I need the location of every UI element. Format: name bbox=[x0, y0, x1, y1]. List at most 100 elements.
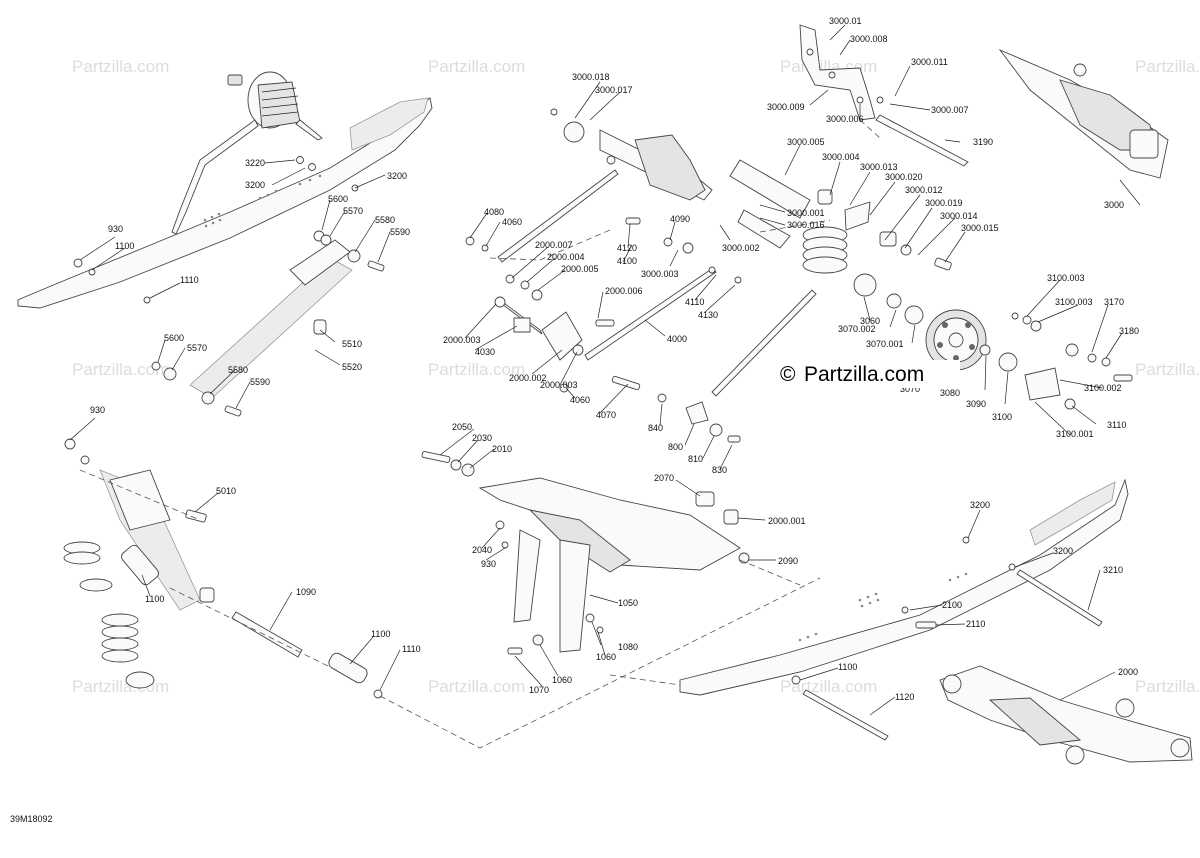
part-label: 3100.002 bbox=[1084, 383, 1122, 393]
right-rail-lower bbox=[679, 478, 1129, 741]
part-label: 3000.007 bbox=[931, 105, 969, 115]
part-label: 2000.006 bbox=[605, 286, 643, 296]
part-label: 3000.001 bbox=[787, 208, 825, 218]
part-label: 5590 bbox=[250, 377, 270, 387]
part-label: 3000.003 bbox=[641, 269, 679, 279]
part-label: 5600 bbox=[328, 194, 348, 204]
left-rail-upper bbox=[17, 71, 433, 309]
watermark: Partzilla.com bbox=[72, 360, 169, 379]
bottom-right-arm bbox=[939, 665, 1193, 765]
part-label: 3100.003 bbox=[1055, 297, 1093, 307]
part-label: 3000.019 bbox=[925, 198, 963, 208]
watermark: Partzilla.com bbox=[1135, 57, 1200, 76]
watermark: Partzilla.com bbox=[72, 677, 169, 696]
part-label: 3000.015 bbox=[961, 223, 999, 233]
part-label: 3000.013 bbox=[860, 162, 898, 172]
part-label: 3000.002 bbox=[722, 243, 760, 253]
watermark: Partzilla.com bbox=[1135, 360, 1200, 379]
part-label: 3100.003 bbox=[1047, 273, 1085, 283]
part-label: 3000.011 bbox=[911, 57, 948, 67]
brand-overlay: © Partzilla.com bbox=[778, 360, 960, 388]
part-label: 3070.001 bbox=[866, 339, 904, 349]
part-label: 3190 bbox=[973, 137, 993, 147]
brand-name: Partzilla.com bbox=[804, 363, 924, 386]
part-label: 3220 bbox=[245, 158, 265, 168]
part-label: 4060 bbox=[502, 217, 522, 227]
part-label: 3000.016 bbox=[787, 220, 825, 230]
top-bracket bbox=[799, 24, 884, 121]
part-label: 2000.005 bbox=[561, 264, 599, 274]
part-label: 3200 bbox=[387, 171, 407, 181]
rear-arm-frame bbox=[421, 451, 750, 655]
part-label: 3000.018 bbox=[572, 72, 610, 82]
part-label: 3000.012 bbox=[905, 185, 943, 195]
part-label: 4060 bbox=[570, 395, 590, 405]
part-label: 3210 bbox=[1103, 565, 1123, 575]
part-label: 3000.008 bbox=[850, 34, 888, 44]
part-label: 5510 bbox=[342, 339, 362, 349]
part-label: 3080 bbox=[940, 388, 960, 398]
part-label: 2000.003 bbox=[540, 380, 578, 390]
part-label: 1110 bbox=[402, 644, 421, 654]
part-label: 3000.009 bbox=[767, 102, 805, 112]
dashed-guides bbox=[79, 119, 881, 749]
part-label: 3000.020 bbox=[885, 172, 923, 182]
part-label: 3100 bbox=[992, 412, 1012, 422]
part-label: 830 bbox=[712, 465, 727, 475]
part-label: 3000.006 bbox=[826, 114, 864, 124]
part-label: 3060 bbox=[860, 316, 880, 326]
part-label: 2000.003 bbox=[443, 335, 481, 345]
part-label: 1100 bbox=[145, 594, 164, 604]
shock-absorber-lower bbox=[63, 438, 383, 699]
part-label: 1070 bbox=[529, 685, 549, 695]
part-label: 3090 bbox=[966, 399, 986, 409]
part-label: 930 bbox=[108, 224, 123, 234]
part-label: 4030 bbox=[475, 347, 495, 357]
part-label: 5600 bbox=[164, 333, 184, 343]
part-label: 3000.01 bbox=[829, 16, 862, 26]
part-label: 930 bbox=[90, 405, 105, 415]
shock-absorber-upper bbox=[73, 156, 385, 417]
part-label: 3000.017 bbox=[595, 85, 633, 95]
leader-lines bbox=[69, 24, 1141, 716]
part-label: 3200 bbox=[970, 500, 990, 510]
part-label: 3000.014 bbox=[940, 211, 978, 221]
brand-copyright-symbol: © bbox=[780, 363, 796, 386]
part-label: 3170 bbox=[1104, 297, 1124, 307]
part-label: 5010 bbox=[216, 486, 236, 496]
part-label: 1100 bbox=[838, 662, 857, 672]
part-label: 5580 bbox=[375, 215, 395, 225]
watermark: Partzilla.com bbox=[72, 57, 169, 76]
part-label: 3100.001 bbox=[1056, 429, 1094, 439]
diagram-code: 39M18092 bbox=[10, 814, 53, 824]
part-label: 930 bbox=[481, 559, 496, 569]
part-label: 1080 bbox=[618, 642, 638, 652]
part-label: 1120 bbox=[895, 692, 914, 702]
part-label: 2000.002 bbox=[509, 373, 547, 383]
part-label: 3000.004 bbox=[822, 152, 860, 162]
part-label: 3000.005 bbox=[787, 137, 825, 147]
part-label: 1050 bbox=[618, 598, 638, 608]
watermark: Partzilla.com bbox=[428, 57, 525, 76]
part-label: 4000 bbox=[667, 334, 687, 344]
part-label: 2100 bbox=[942, 600, 962, 610]
part-label: 840 bbox=[648, 423, 663, 433]
part-label: 2110 bbox=[966, 619, 985, 629]
part-label: 3110 bbox=[1107, 420, 1126, 430]
part-label: 810 bbox=[688, 454, 703, 464]
part-label: 5580 bbox=[228, 365, 248, 375]
part-label: 4110 bbox=[685, 297, 704, 307]
part-label: 3200 bbox=[245, 180, 265, 190]
part-label: 1060 bbox=[552, 675, 572, 685]
part-label: 5570 bbox=[187, 343, 207, 353]
part-label: 2010 bbox=[492, 444, 512, 454]
part-label: 3200 bbox=[1053, 546, 1073, 556]
part-label: 2050 bbox=[452, 422, 472, 432]
part-label: 2030 bbox=[472, 433, 492, 443]
watermark: Partzilla.com bbox=[428, 677, 525, 696]
watermark: Partzilla.com bbox=[428, 360, 525, 379]
part-label: 5570 bbox=[343, 206, 363, 216]
part-label: 4100 bbox=[617, 256, 637, 266]
part-label: 2000.007 bbox=[535, 240, 573, 250]
